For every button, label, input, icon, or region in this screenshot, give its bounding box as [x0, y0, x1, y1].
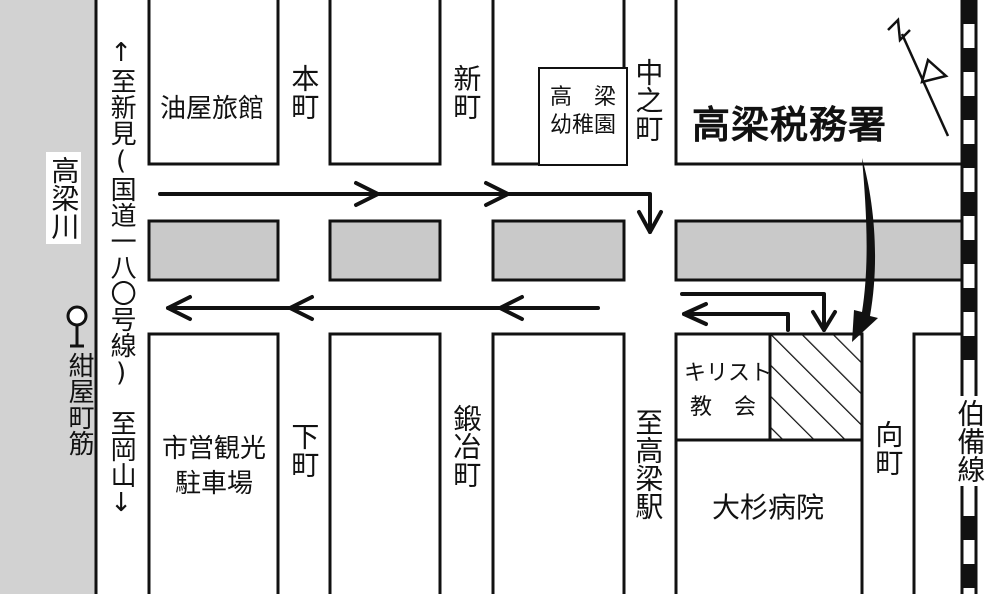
parking-label: 市営観光 駐車場 [162, 432, 266, 502]
river-label: 高梁川 [46, 152, 82, 244]
block-tax-office [674, 0, 962, 166]
kindergarten-name-line1: 高 梁 [549, 85, 616, 110]
bus-stop-icon [66, 305, 88, 348]
church-name-line2: 教 会 [689, 395, 756, 421]
parking-name-line1: 市営観光 [162, 434, 267, 464]
shinmachi-label: 新町 [449, 64, 483, 120]
aburaya-ryokan-label: 油屋旅館 [160, 94, 265, 124]
to-station-label: 至高梁駅 [631, 408, 665, 520]
route-arrow-icon [158, 181, 837, 332]
block-aburaya [147, 0, 280, 166]
tax-office-label: 高梁税務署 [692, 103, 888, 147]
hospital-label: 大杉病院 [712, 491, 825, 524]
to-niimi-label: ↑至新見(国道一八〇号線) [106, 38, 137, 388]
railway-track-icon [960, 0, 978, 594]
church-name-line1: キリスト [684, 361, 773, 386]
block-kajimachi-east [491, 332, 626, 594]
church-label: キリスト 教 会 [684, 357, 773, 425]
target-pointer-icon [852, 158, 878, 342]
kajimachi-label: 鍛冶町 [449, 404, 483, 488]
block-mukaimachi [912, 332, 962, 594]
honmachi-label: 本町 [287, 64, 321, 120]
kindergarten-name-line2: 幼稚園 [549, 113, 616, 139]
shimomachi-label: 下町 [287, 422, 321, 478]
block-parking [147, 332, 280, 594]
konya-machi-suji-label: 紺屋町筋 [64, 352, 95, 456]
block-shinmachi-west [328, 0, 442, 166]
parking-name-line2: 駐車場 [175, 469, 254, 500]
median-1 [147, 219, 280, 282]
block-kajimachi-west [328, 332, 442, 594]
mukaimachi-label: 向町 [871, 420, 905, 476]
nakanomachi-label: 中之町 [631, 58, 665, 142]
river [0, 0, 96, 594]
median-4 [674, 219, 964, 282]
kindergarten-box: 高 梁 幼稚園 [538, 67, 628, 166]
tax-office-site [768, 332, 864, 442]
to-okayama-label: 至岡山↓ [106, 410, 137, 518]
north-arrow-icon [887, 17, 950, 137]
median-2 [328, 219, 442, 282]
hakubi-line-label: 伯備線 [952, 396, 988, 486]
median-3 [491, 219, 626, 282]
